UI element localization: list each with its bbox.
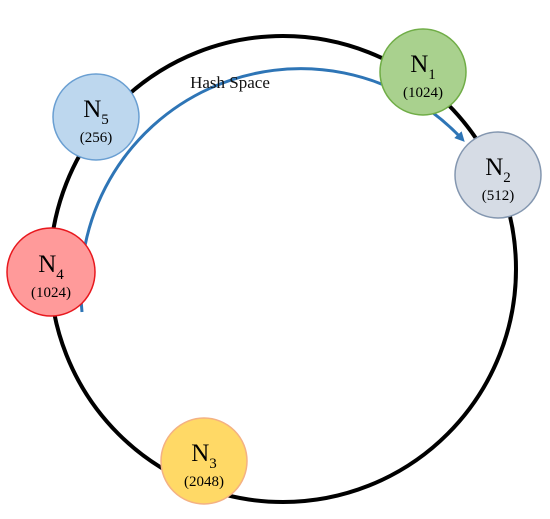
node-n4-base: N <box>38 251 56 278</box>
node-n2-sub: 2 <box>503 170 511 186</box>
node-n5-name: N5 <box>83 96 109 128</box>
node-n2-value: (512) <box>482 188 515 204</box>
node-n3-value: (2048) <box>184 474 224 490</box>
node-n5: N5 (256) <box>52 73 140 161</box>
node-n4: N4 (1024) <box>6 227 96 317</box>
node-n4-circle <box>6 227 96 317</box>
node-n5-value: (256) <box>80 130 113 146</box>
node-n5-circle <box>52 73 140 161</box>
node-n3-circle <box>160 417 248 505</box>
node-n3: N3 (2048) <box>160 417 248 505</box>
node-n1-base: N <box>410 51 428 78</box>
node-n2-circle <box>454 131 542 219</box>
node-n3-base: N <box>191 440 209 467</box>
node-n4-value: (1024) <box>31 285 71 301</box>
node-n2: N2 (512) <box>454 131 542 219</box>
node-n1-value: (1024) <box>403 85 443 101</box>
node-n5-sub: 5 <box>101 112 109 128</box>
node-n3-sub: 3 <box>209 456 217 472</box>
hash-space-label: Hash Space <box>190 73 270 92</box>
node-n3-name: N3 <box>191 440 217 472</box>
node-n2-name: N2 <box>485 154 511 186</box>
node-n1-circle <box>379 28 467 116</box>
node-n1-name: N1 <box>410 51 436 83</box>
node-n4-sub: 4 <box>56 267 64 283</box>
node-n1-sub: 1 <box>428 67 436 83</box>
node-n4-name: N4 <box>38 251 64 283</box>
node-n2-base: N <box>485 154 503 181</box>
node-n1: N1 (1024) <box>379 28 467 116</box>
node-n5-base: N <box>83 96 101 123</box>
